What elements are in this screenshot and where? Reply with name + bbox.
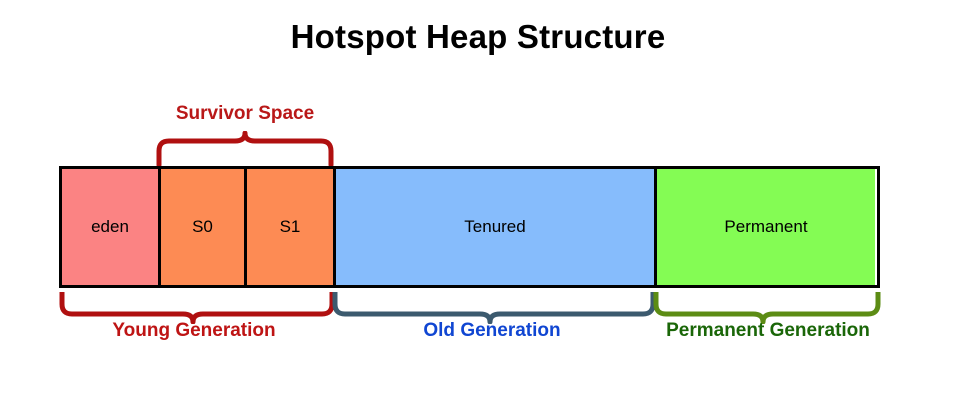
survivor-space-brace (155, 131, 335, 167)
young-generation-label: Young Generation (112, 320, 276, 341)
heap-segment-s1[interactable]: S1 (244, 169, 333, 285)
diagram-title: Hotspot Heap Structure (290, 18, 666, 55)
heap-bar: eden S0 S1 Tenured Permanent (59, 166, 880, 288)
permanent-generation-brace (653, 292, 881, 324)
heap-segment-permanent-label: Permanent (724, 217, 808, 236)
young-generation-brace (59, 292, 335, 324)
old-generation-brace (332, 292, 656, 324)
heap-segment-tenured-label: Tenured (464, 217, 526, 236)
heap-segment-tenured[interactable]: Tenured (333, 169, 654, 285)
heap-segment-permanent[interactable]: Permanent (654, 169, 875, 285)
permanent-generation-label: Permanent Generation (666, 320, 870, 341)
survivor-space-label: Survivor Space (175, 103, 315, 124)
heap-segment-s0-label: S0 (192, 217, 213, 236)
old-generation-label: Old Generation (423, 320, 561, 341)
heap-segment-eden[interactable]: eden (62, 169, 158, 285)
heap-segment-eden-label: eden (91, 217, 129, 236)
heap-segment-s0[interactable]: S0 (158, 169, 244, 285)
heap-segment-s1-label: S1 (279, 217, 301, 236)
